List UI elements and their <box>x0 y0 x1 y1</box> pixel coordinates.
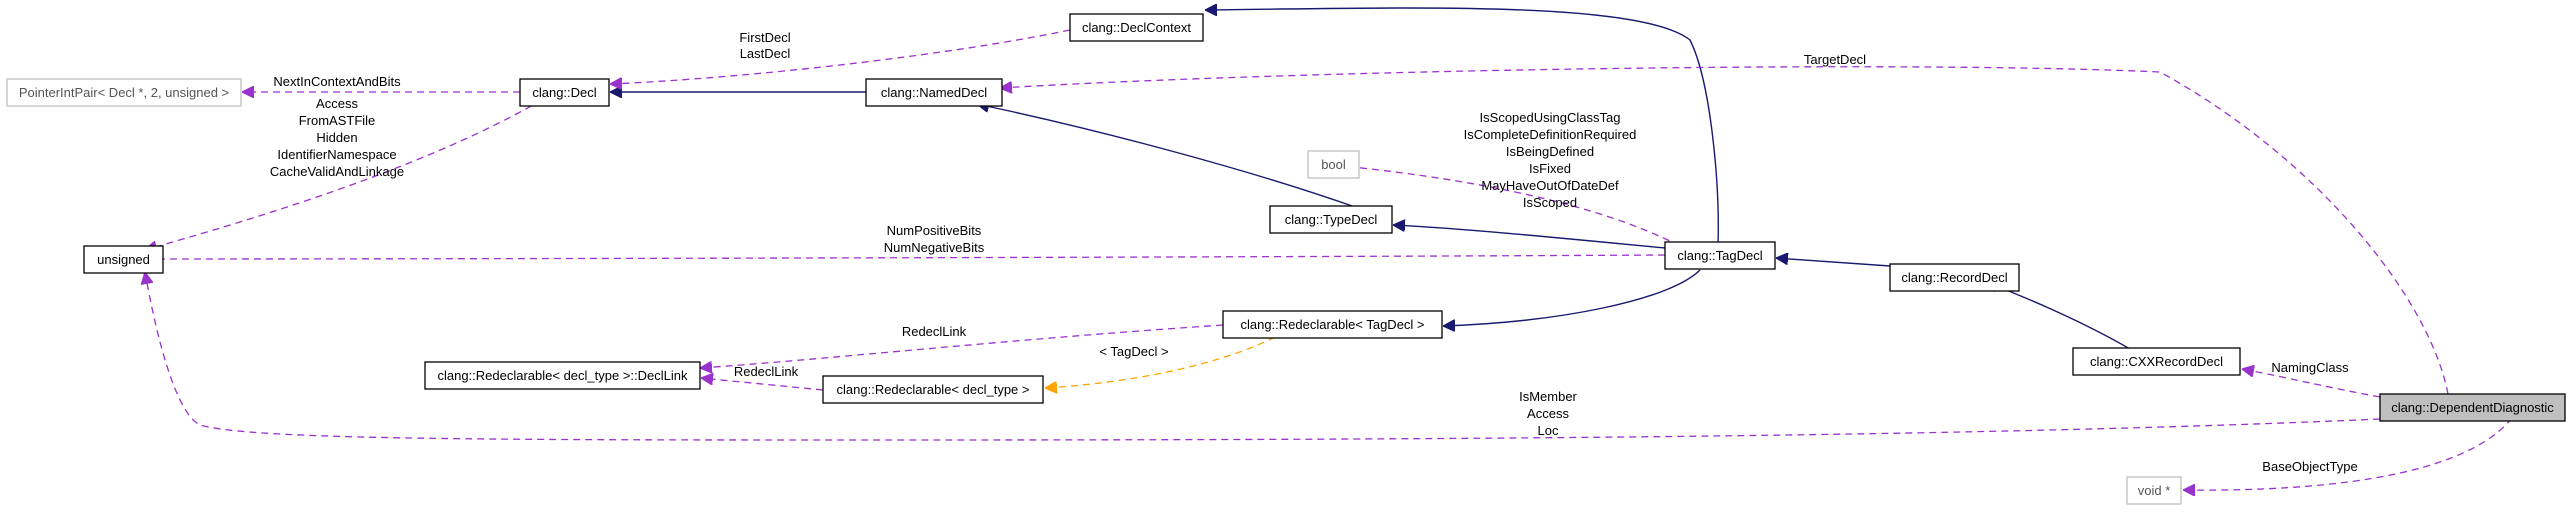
edges <box>145 8 2513 490</box>
node-cxx-record-decl[interactable]: clang::CXXRecordDecl <box>2072 347 2241 376</box>
label-redecl-link-1: RedeclLink <box>902 324 967 339</box>
label-loc: Loc <box>1538 423 1559 438</box>
node-record-decl-label: clang::RecordDecl <box>1901 270 2007 285</box>
label-num-negative-bits: NumNegativeBits <box>884 240 985 255</box>
edge-redeclarable-redecllink <box>700 324 1224 368</box>
label-access: Access <box>316 96 358 111</box>
node-decl-context[interactable]: clang::DeclContext <box>1069 13 1204 42</box>
edge-dependentdiagnostic-baseobjecttype <box>2183 417 2513 490</box>
node-record-decl[interactable]: clang::RecordDecl <box>1889 263 2020 292</box>
label-is-scoped: IsScoped <box>1523 195 1577 210</box>
edge-dependentdiagnostic-namingclass <box>2242 369 2381 398</box>
label-access-2: Access <box>1527 406 1569 421</box>
edge-decl-bitfields <box>145 99 543 250</box>
node-cxx-record-decl-label: clang::CXXRecordDecl <box>2090 354 2223 369</box>
label-hidden: Hidden <box>316 130 357 145</box>
label-redecl-link-2: RedeclLink <box>734 364 799 379</box>
node-decl-label: clang::Decl <box>532 85 596 100</box>
node-void-ptr[interactable]: void * <box>2126 476 2182 505</box>
node-pointer-int-pair-label: PointerIntPair< Decl *, 2, unsigned > <box>19 85 229 100</box>
node-named-decl[interactable]: clang::NamedDecl <box>865 78 1003 107</box>
label-target-decl: TargetDecl <box>1804 52 1866 67</box>
node-redeclarable-decl-type-label: clang::Redeclarable< decl_type > <box>837 382 1030 397</box>
label-is-scoped-using-class-tag: IsScopedUsingClassTag <box>1480 110 1621 125</box>
edge-tagdecl-bool <box>1343 166 1681 247</box>
edge-tagdecl-to-redeclarable <box>1443 269 1701 326</box>
label-is-member: IsMember <box>1519 389 1577 404</box>
node-dependent-diagnostic[interactable]: clang::DependentDiagnostic <box>2379 393 2566 422</box>
edge-redeclarable-decltype-redecllink <box>701 378 824 391</box>
label-may-have-out-of-date-def: MayHaveOutOfDateDef <box>1481 178 1619 193</box>
edge-tagdecl-numbits <box>145 255 1666 259</box>
node-decl-link[interactable]: clang::Redeclarable< decl_type >::DeclLi… <box>424 361 701 390</box>
label-is-fixed: IsFixed <box>1529 161 1571 176</box>
label-tag-decl-template: < TagDecl > <box>1099 344 1168 359</box>
node-bool-label: bool <box>1321 157 1346 172</box>
edge-tagdecl-to-typedecl <box>1393 225 1666 249</box>
node-named-decl-label: clang::NamedDecl <box>881 85 987 100</box>
edge-typedecl-to-nameddecl <box>977 104 1356 208</box>
edge-dependentdiagnostic-unsigned <box>145 272 2381 441</box>
label-naming-class: NamingClass <box>2271 360 2349 375</box>
label-is-complete-def-required: IsCompleteDefinitionRequired <box>1464 127 1637 142</box>
label-last-decl: LastDecl <box>740 46 791 61</box>
node-type-decl-label: clang::TypeDecl <box>1285 212 1378 227</box>
edge-tagdecl-to-declcontext <box>1205 8 1719 247</box>
label-num-positive-bits: NumPositiveBits <box>887 223 982 238</box>
node-unsigned[interactable]: unsigned <box>83 245 164 274</box>
label-cache-valid: CacheValidAndLinkage <box>270 164 404 179</box>
node-void-ptr-label: void * <box>2138 483 2171 498</box>
edge-dependentdiagnostic-targetdecl <box>1000 66 2449 395</box>
node-tag-decl[interactable]: clang::TagDecl <box>1664 241 1776 270</box>
edge-labels: FirstDecl LastDecl TargetDecl NextInCont… <box>270 30 2358 474</box>
node-tag-decl-label: clang::TagDecl <box>1677 248 1762 263</box>
node-redeclarable-tagdecl[interactable]: clang::Redeclarable< TagDecl > <box>1222 310 1443 339</box>
label-next-in-context: NextInContextAndBits <box>273 74 401 89</box>
label-from-ast-file: FromASTFile <box>299 113 376 128</box>
label-first-decl: FirstDecl <box>739 30 790 45</box>
label-identifier-namespace: IdentifierNamespace <box>277 147 396 162</box>
edge-recorddecl-to-tagdecl <box>1776 258 1891 267</box>
node-dependent-diagnostic-label: clang::DependentDiagnostic <box>2391 400 2554 415</box>
edge-declcontext-firstdecl <box>610 29 1071 84</box>
node-redeclarable-tagdecl-label: clang::Redeclarable< TagDecl > <box>1240 317 1424 332</box>
label-base-object-type: BaseObjectType <box>2262 459 2357 474</box>
node-bool[interactable]: bool <box>1307 150 1360 179</box>
node-pointer-int-pair[interactable]: PointerIntPair< Decl *, 2, unsigned > <box>6 78 242 107</box>
node-type-decl[interactable]: clang::TypeDecl <box>1269 205 1393 234</box>
edge-cxxrecorddecl-to-recorddecl <box>1986 282 2131 350</box>
node-unsigned-label: unsigned <box>97 252 150 267</box>
edge-redeclarable-tagdecl-template <box>1045 336 1276 388</box>
node-decl-context-label: clang::DeclContext <box>1082 20 1191 35</box>
label-is-being-defined: IsBeingDefined <box>1506 144 1594 159</box>
node-redeclarable-decl-type[interactable]: clang::Redeclarable< decl_type > <box>822 375 1044 404</box>
node-decl[interactable]: clang::Decl <box>519 78 610 107</box>
node-decl-link-label: clang::Redeclarable< decl_type >::DeclLi… <box>437 368 688 383</box>
